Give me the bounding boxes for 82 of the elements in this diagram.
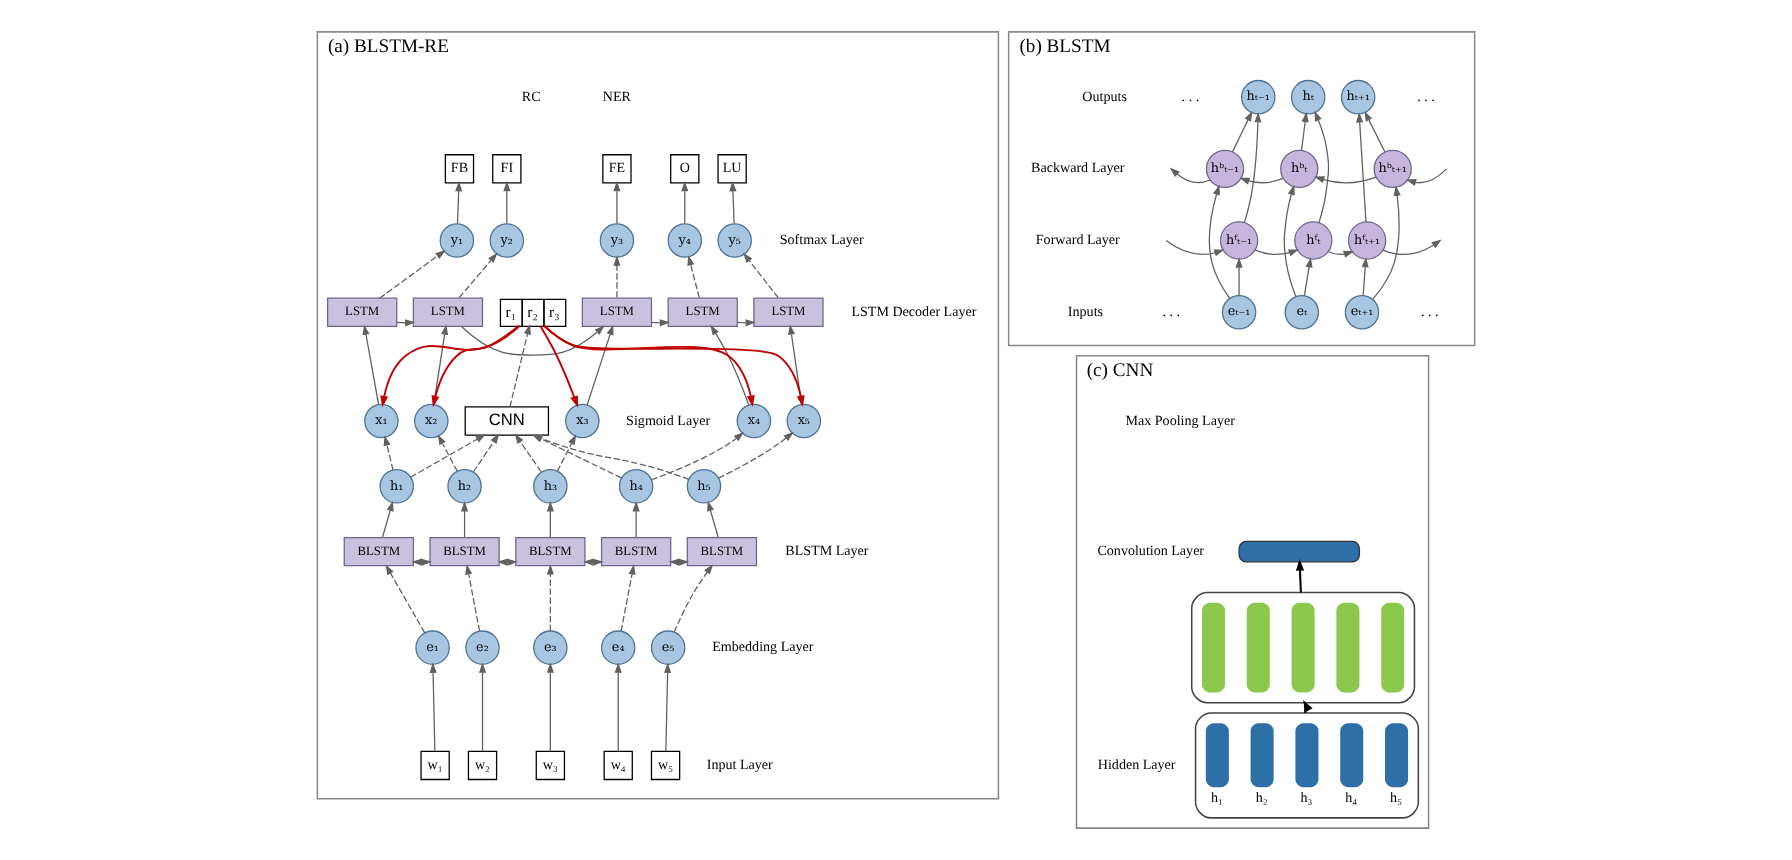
arrow	[1364, 110, 1386, 153]
arrow	[1382, 239, 1442, 256]
arrow	[1372, 185, 1401, 300]
node-bar	[1291, 602, 1315, 693]
arrow	[380, 324, 521, 408]
arrow	[509, 324, 531, 408]
arrow	[362, 324, 380, 406]
arrow	[379, 250, 446, 299]
arrow	[729, 181, 737, 225]
arrow	[556, 434, 577, 472]
node-bar	[1201, 602, 1225, 693]
arrow	[546, 501, 554, 538]
arrow	[410, 434, 486, 478]
arrow	[385, 564, 426, 634]
node-bar	[1246, 602, 1270, 693]
arrow	[532, 434, 690, 480]
arrow	[1295, 558, 1305, 593]
node-bar	[1336, 602, 1360, 693]
arrow	[458, 252, 498, 299]
arrow	[1169, 167, 1211, 184]
arrow	[1356, 112, 1367, 223]
arrow	[673, 564, 714, 633]
node-box: CNN	[464, 406, 550, 436]
arrow	[681, 181, 689, 225]
arrow	[718, 431, 794, 479]
arrow	[437, 434, 458, 472]
node-box	[1205, 723, 1229, 788]
arrow	[531, 434, 622, 479]
arrow	[687, 255, 700, 299]
arrow	[1327, 250, 1354, 258]
arrow	[1231, 110, 1253, 153]
node-box	[1340, 723, 1364, 788]
arrow	[632, 501, 640, 538]
arrow	[1239, 177, 1284, 185]
arrow	[546, 564, 554, 632]
arrow	[455, 181, 463, 225]
arrow	[1283, 184, 1297, 297]
arrow	[1165, 239, 1225, 257]
arrow	[743, 252, 779, 299]
node-bar	[1381, 602, 1405, 693]
arrow	[1254, 249, 1299, 257]
arrow	[620, 564, 636, 632]
arrow	[1208, 184, 1231, 300]
arrow	[1405, 168, 1448, 186]
node-box	[1385, 723, 1409, 788]
arrow	[1361, 257, 1369, 297]
arrow	[1303, 257, 1313, 297]
arrow	[664, 662, 672, 752]
arrow	[613, 255, 621, 299]
arrow	[433, 324, 449, 406]
node-box	[1250, 723, 1274, 788]
arrow	[383, 435, 394, 471]
arrow	[546, 662, 554, 752]
arrow	[465, 564, 481, 632]
arrow	[543, 324, 805, 408]
arrow	[478, 662, 487, 752]
node-box	[1295, 723, 1319, 788]
arrow	[614, 662, 622, 752]
node-bar	[1238, 540, 1361, 563]
cluster	[1194, 712, 1420, 819]
arrow	[707, 500, 719, 538]
arrow	[461, 501, 469, 538]
arrow	[429, 662, 437, 752]
arrow	[787, 324, 803, 406]
arrow	[514, 433, 542, 473]
cluster	[1190, 591, 1416, 704]
arrow	[1314, 110, 1330, 224]
arrow	[710, 324, 750, 406]
arrow	[543, 324, 755, 408]
arrow	[461, 325, 605, 356]
arrow	[381, 500, 394, 538]
arrow	[431, 324, 520, 408]
arrow	[586, 324, 614, 406]
arrow	[650, 432, 744, 481]
arrow	[1300, 111, 1309, 151]
arrow	[1243, 112, 1262, 223]
arrow	[1314, 176, 1377, 184]
arrow	[539, 324, 579, 408]
arrow	[1235, 257, 1243, 296]
arrow	[472, 433, 500, 473]
arrow	[613, 181, 621, 225]
arrow	[503, 181, 511, 225]
